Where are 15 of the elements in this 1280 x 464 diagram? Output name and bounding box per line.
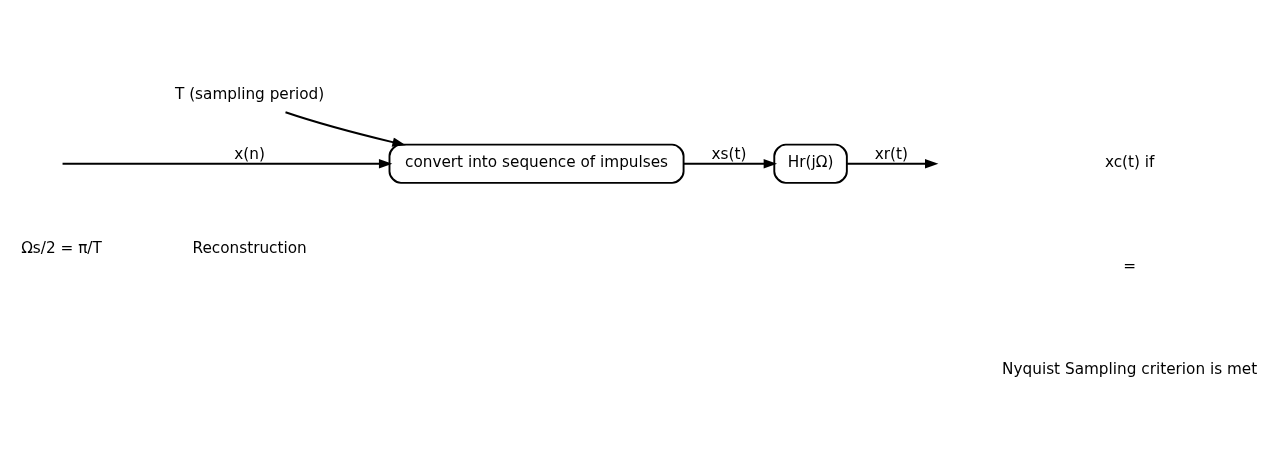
label: Reconstruction: [192, 238, 307, 257]
node-box: convert into sequence of impulses: [388, 143, 685, 184]
arrow: [61, 158, 393, 168]
edge-label: xs(t): [711, 144, 747, 163]
label: Nyquist Sampling criterion is met: [1002, 359, 1258, 378]
label: xc(t) if: [1104, 152, 1155, 171]
label: =: [1123, 256, 1137, 274]
label: Ωs/2 = π/T: [21, 238, 102, 257]
edge-label: xr(t): [874, 144, 908, 163]
node-text: T (sampling period): [174, 84, 325, 103]
node-box: Hr(jΩ): [773, 143, 848, 184]
arrow: [846, 158, 939, 168]
edge-label: x(n): [234, 144, 265, 163]
arrow: [284, 110, 406, 147]
arrow: [682, 158, 778, 168]
